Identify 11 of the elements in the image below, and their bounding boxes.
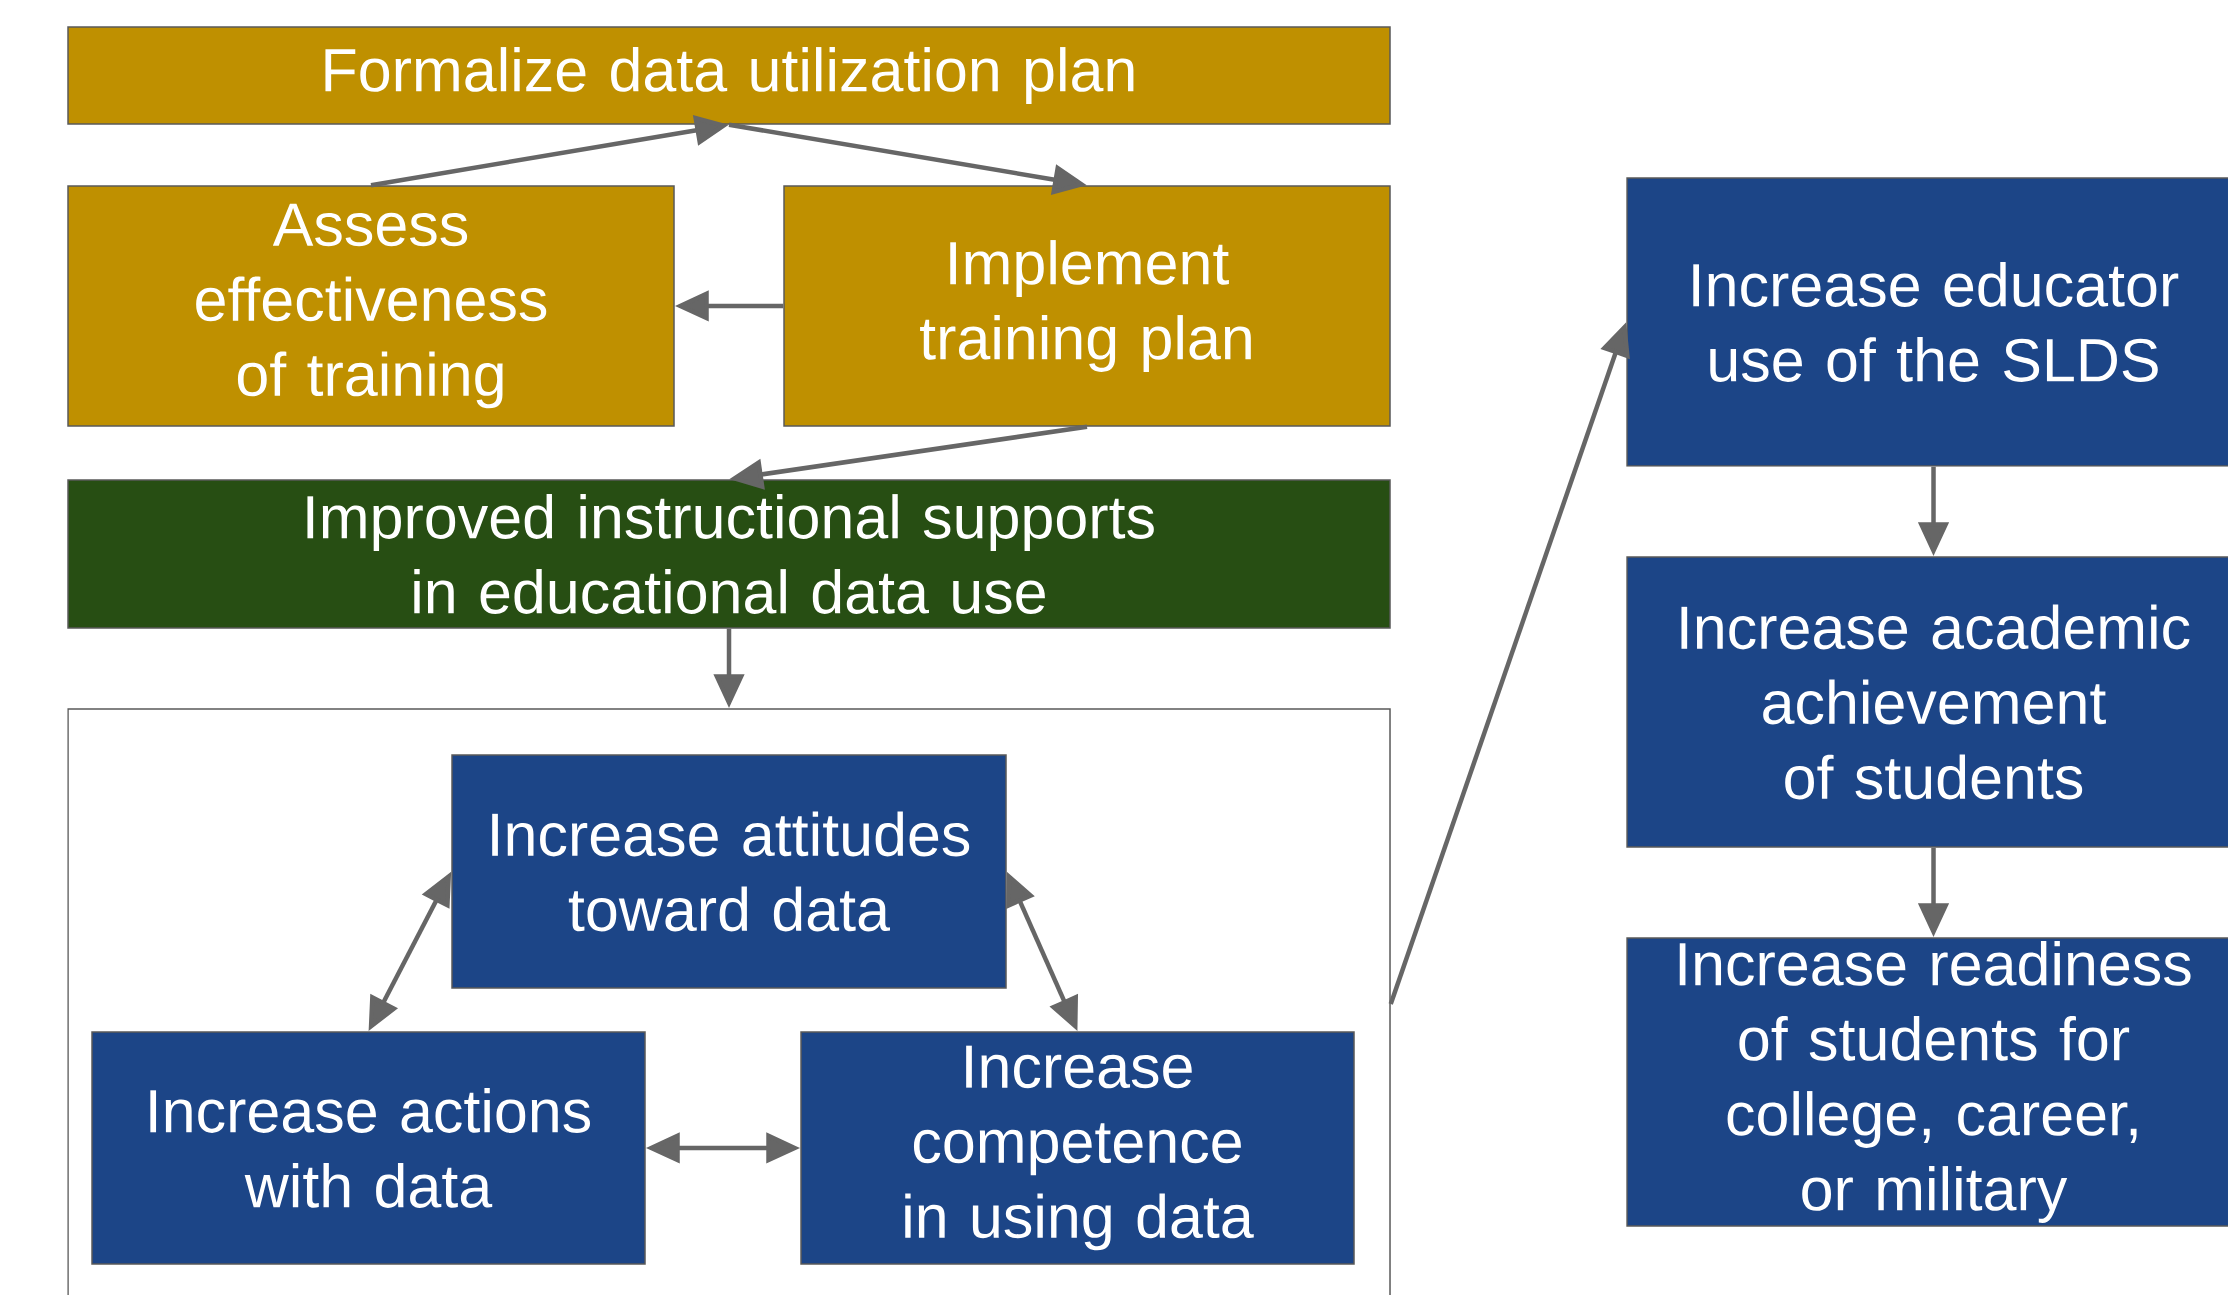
process-box: Increase academic achievement of students <box>1626 556 2228 848</box>
process-box: Formalize data utilization plan <box>67 26 1391 125</box>
process-box: Implement training plan <box>783 185 1391 427</box>
process-box: Increase readiness of students for college, career, or military <box>1626 937 2228 1227</box>
process-box: Assess effectiveness of training <box>67 185 675 427</box>
outcome-box: Increase attitudes toward data <box>451 754 1007 989</box>
outcome-box: Increase actions with data <box>91 1031 646 1265</box>
process-box: Increase educator use of the SLDS <box>1626 177 2228 467</box>
container-box <box>67 708 1391 1295</box>
outcome-box: Increase competence in using data <box>800 1031 1355 1265</box>
process-box: Improved instructional supports in educational data use <box>67 479 1391 629</box>
